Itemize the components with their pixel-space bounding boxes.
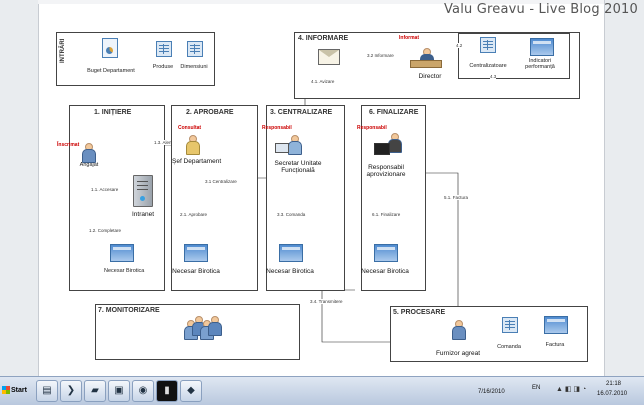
document-form-icon: [530, 38, 554, 56]
clock-time[interactable]: 21:18: [606, 381, 622, 387]
swimlane-title: 2. APROBARE: [186, 109, 234, 116]
arrow-label: 6.1. Finalizare: [372, 212, 401, 217]
actor-label: Șef Departament: [172, 158, 222, 165]
role-label: Consultat: [178, 125, 202, 131]
role-label: Responsabil: [357, 125, 387, 131]
document-label: Necesar Birotica: [104, 268, 145, 274]
person-icon: [82, 143, 96, 163]
actor-label: Angajat: [79, 162, 99, 168]
swimlane-title: 7. MONITORIZARE: [98, 307, 160, 314]
input-label: Dimensiuni: [180, 64, 208, 70]
window-frame-left: [0, 0, 39, 376]
swimlane-centralizare: [266, 105, 345, 291]
document-label: Factura: [545, 342, 565, 348]
language-indicator[interactable]: EN: [532, 385, 541, 391]
arrow-label: 4.2: [456, 43, 463, 48]
input-label: Buget Departament: [87, 68, 135, 74]
swimlane-procesare: [390, 306, 588, 362]
document-label: Comanda: [497, 344, 521, 350]
person-icon: [452, 320, 466, 340]
spreadsheet-icon: [480, 37, 496, 53]
group-people-icon: [184, 316, 222, 346]
arrow-label: 2.1. Aprobare: [180, 212, 208, 217]
window-frame-right: [604, 0, 644, 376]
printer-icon[interactable]: ▤: [36, 380, 58, 402]
windows-logo-icon: [2, 386, 10, 394]
arrow-label: 3.1 Centralizare: [205, 179, 237, 184]
arrow-label: 3.2 Informare: [367, 53, 394, 58]
swimlane-title: 5. PROCESARE: [393, 309, 446, 316]
swimlane-title: 6. FINALIZARE: [369, 109, 419, 116]
start-label: Start: [11, 386, 27, 394]
document-label: Necesar Birotica: [361, 268, 409, 275]
input-label: Produse: [152, 64, 174, 70]
document-label: Necesar Birotica: [172, 268, 220, 275]
report-chart-icon: [102, 38, 118, 58]
actor-label: Furnizor agreat: [435, 350, 481, 357]
clock-date[interactable]: 16.07.2010: [597, 391, 628, 397]
role-label: Informat: [399, 35, 419, 41]
person-icon: [288, 135, 302, 155]
arrow-label: 4.3: [490, 74, 497, 79]
browser-icon[interactable]: ◉: [132, 380, 154, 402]
arrow-label: 1.1. Accesare: [91, 187, 119, 192]
actor-label: Responsabil aprovizionare: [366, 164, 406, 178]
role-label: Înscrimat: [57, 142, 80, 148]
server-icon: [133, 175, 153, 207]
spreadsheet-icon: [156, 41, 172, 57]
document-label: Necesar Birotica: [266, 268, 314, 275]
swimlane-title: 3. CENTRALIZARE: [270, 109, 333, 116]
envelope-icon: [318, 49, 340, 65]
document-form-icon: [184, 244, 208, 262]
spreadsheet-icon: [187, 41, 203, 57]
document-form-icon: [544, 316, 568, 334]
actor-label: Director: [418, 73, 442, 80]
arrow-label: 3.3. Comanda: [277, 212, 306, 217]
taskbar: Start ▤ ❯ ▰ ▣ ◉ ▮ ◆ 7/16/2010 EN ▲ ◧ ◨ ◔…: [0, 376, 644, 405]
app-icon[interactable]: ▣: [108, 380, 130, 402]
folder-icon[interactable]: ▰: [84, 380, 106, 402]
arrow-label: 3.4. Transmitere: [310, 299, 343, 304]
document-label: Indicatori performanță: [525, 58, 555, 70]
document-form-icon: [374, 244, 398, 262]
person-icon: [186, 135, 200, 155]
swimlane-title: 1. INIȚIERE: [94, 109, 132, 116]
computer-desk-icon: [374, 143, 390, 155]
document-form-icon: [110, 244, 134, 262]
tray-icons[interactable]: ▲ ◧ ◨ ◔: [556, 386, 587, 393]
document-form-icon: [279, 244, 303, 262]
desk-icon: [410, 60, 442, 68]
role-label: Responsabil: [262, 125, 292, 131]
terminal-icon[interactable]: ▮: [156, 380, 178, 402]
visio-icon[interactable]: ◆: [180, 380, 202, 402]
arrow-label: 4.1. Avizare: [311, 79, 335, 84]
start-button[interactable]: Start: [2, 381, 32, 399]
spreadsheet-icon: [502, 317, 518, 333]
blog-title: Valu Greavu - Live Blog 2010: [443, 2, 638, 17]
clock-partial: 7/16/2010: [478, 389, 505, 395]
swimlane-title: 4. INFORMARE: [298, 35, 349, 42]
actor-label: Secretar Unitate Funcțională: [274, 160, 322, 174]
swimlane-aprobare: [171, 105, 258, 291]
arrow-label: 1.2. Completare: [89, 228, 122, 233]
powershell-icon[interactable]: ❯: [60, 380, 82, 402]
inputs-title: INTRĂRI: [60, 38, 66, 63]
server-label: Intranet: [131, 211, 155, 218]
swimlane-monitorizare: [95, 304, 300, 360]
arrow-label: 1.3. Alertare: [154, 140, 179, 145]
window-frame-top: [38, 0, 604, 4]
arrow-label: 5.1. Factura: [444, 195, 469, 200]
laptop-icon: [275, 143, 289, 153]
document-label: Centralizatoare: [469, 63, 507, 69]
